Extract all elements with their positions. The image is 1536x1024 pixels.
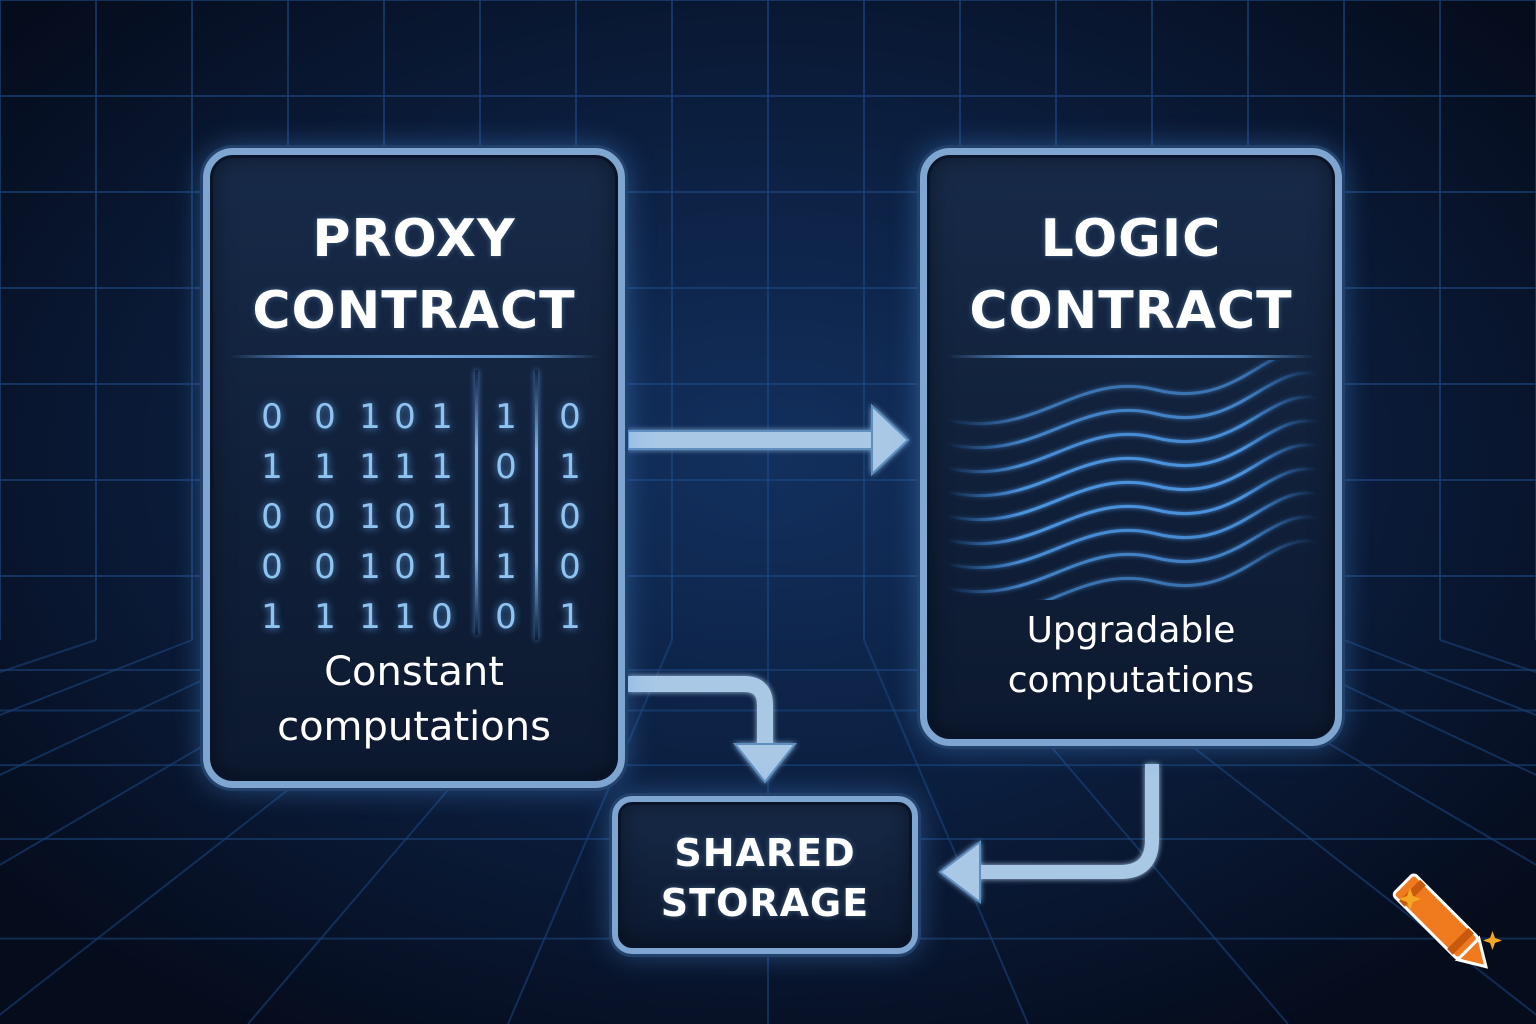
binary-digit: 1 xyxy=(495,547,517,587)
binary-digit: 1 xyxy=(359,447,381,487)
binary-digit: 0 xyxy=(431,597,453,637)
binary-digit: 1 xyxy=(359,397,381,437)
wave-line xyxy=(946,395,1318,474)
binary-separator-bar xyxy=(535,370,538,640)
binary-digit: 1 xyxy=(559,597,581,637)
logic-contract-card: LOGIC CONTRACT Upgradable computations xyxy=(920,148,1342,746)
proxy-caption-line2: computations xyxy=(277,704,551,750)
binary-separator-bar xyxy=(475,370,478,635)
wave-line xyxy=(946,443,1318,522)
wave-line xyxy=(946,371,1318,450)
binary-digit: 1 xyxy=(359,597,381,637)
binary-digit: 0 xyxy=(314,547,336,587)
binary-digit: 1 xyxy=(394,447,416,487)
binary-digit: 0 xyxy=(495,597,517,637)
binary-digit: 1 xyxy=(495,397,517,437)
proxy-to-logic-arrow xyxy=(627,403,910,477)
wave-line xyxy=(1044,539,1318,600)
binary-digit: 1 xyxy=(495,497,517,537)
proxy-title-line2: CONTRACT xyxy=(252,281,576,341)
wave-line xyxy=(946,491,1318,570)
binary-digit: 0 xyxy=(261,547,283,587)
wave-line xyxy=(946,467,1318,546)
binary-digit: 0 xyxy=(394,547,416,587)
wave-line xyxy=(946,515,1318,594)
binary-digit: 1 xyxy=(314,447,336,487)
binary-digit: 0 xyxy=(394,397,416,437)
wave-pattern-icon xyxy=(946,360,1318,600)
logic-title-line1: LOGIC xyxy=(1040,209,1222,269)
proxy-divider xyxy=(230,355,598,358)
binary-digit: 0 xyxy=(559,497,581,537)
storage-label-line1: SHARED xyxy=(674,831,856,875)
binary-digit: 1 xyxy=(431,397,453,437)
binary-digit: 1 xyxy=(261,597,283,637)
binary-digit: 0 xyxy=(495,447,517,487)
logic-caption-line1: Upgradable xyxy=(1026,610,1236,651)
logic-caption-line2: computations xyxy=(1007,660,1255,701)
binary-digit: 0 xyxy=(314,397,336,437)
wave-line xyxy=(946,419,1318,498)
binary-digit: 1 xyxy=(261,447,283,487)
binary-digit: 0 xyxy=(559,547,581,587)
binary-digit: 1 xyxy=(359,547,381,587)
binary-digit: 1 xyxy=(431,497,453,537)
binary-digit: 1 xyxy=(359,497,381,537)
proxy-to-storage-arrow xyxy=(628,676,798,784)
binary-digit: 0 xyxy=(261,397,283,437)
shared-storage-box: SHARED STORAGE xyxy=(612,796,918,954)
logic-to-storage-arrow xyxy=(938,764,1159,904)
binary-digit: 1 xyxy=(394,597,416,637)
logic-divider xyxy=(947,355,1315,358)
binary-digit: 0 xyxy=(394,497,416,537)
binary-digit: 0 xyxy=(559,397,581,437)
binary-digit: 1 xyxy=(431,447,453,487)
storage-label-line2: STORAGE xyxy=(660,881,870,925)
binary-digit: 1 xyxy=(559,447,581,487)
binary-digit: 1 xyxy=(314,597,336,637)
proxy-caption-line1: Constant xyxy=(324,649,504,695)
proxy-title-line1: PROXY xyxy=(312,209,516,269)
binary-digit: 1 xyxy=(431,547,453,587)
binary-digit: 0 xyxy=(314,497,336,537)
wave-line xyxy=(946,360,1276,426)
logic-title-line2: CONTRACT xyxy=(969,281,1293,341)
binary-digit: 0 xyxy=(261,497,283,537)
